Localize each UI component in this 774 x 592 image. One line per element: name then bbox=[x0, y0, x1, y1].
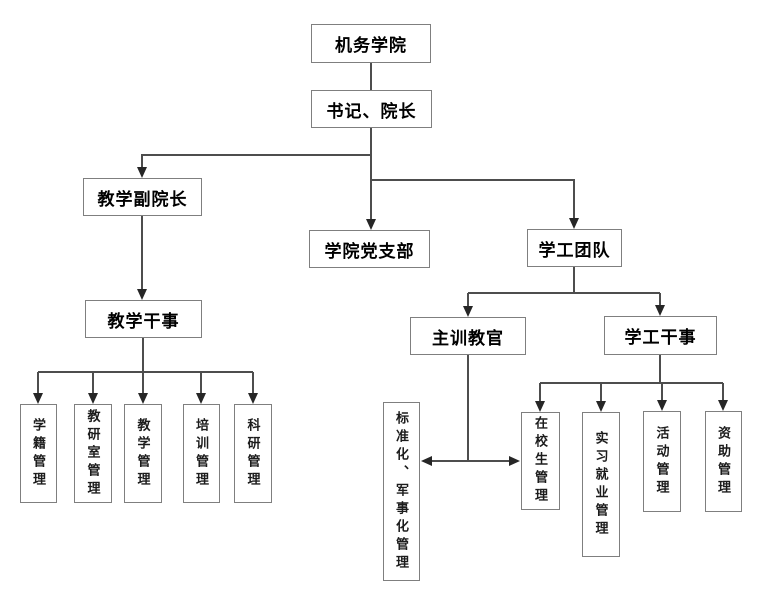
node-teaching-clerk: 教学干事 bbox=[85, 300, 202, 338]
node-party-branch: 学院党支部 bbox=[309, 230, 430, 268]
node-standardization-militarization: 标准化、军事化管理 bbox=[383, 402, 420, 581]
node-secretary-dean: 书记、院长 bbox=[311, 90, 432, 128]
node-student-registry: 学籍管理 bbox=[20, 404, 57, 503]
node-teaching-vice-dean: 教学副院长 bbox=[83, 178, 202, 216]
node-student-work-team: 学工团队 bbox=[527, 229, 622, 267]
node-teaching-research-office: 教研室管理 bbox=[74, 404, 112, 503]
node-current-students: 在校生管理 bbox=[521, 412, 560, 510]
edge-lines bbox=[37, 63, 724, 462]
node-teaching-mgmt: 教学管理 bbox=[124, 404, 162, 503]
node-college: 机务学院 bbox=[311, 24, 431, 63]
node-funding-mgmt: 资助管理 bbox=[705, 411, 742, 512]
node-training-mgmt: 培训管理 bbox=[183, 404, 220, 503]
node-research-mgmt: 科研管理 bbox=[234, 404, 272, 503]
node-activity-mgmt: 活动管理 bbox=[643, 411, 681, 512]
node-internship-employment: 实习就业管理 bbox=[582, 412, 620, 557]
node-student-work-clerk: 学工干事 bbox=[604, 316, 717, 355]
arrowheads bbox=[33, 167, 728, 466]
node-chief-training-officer: 主训教官 bbox=[410, 317, 526, 355]
